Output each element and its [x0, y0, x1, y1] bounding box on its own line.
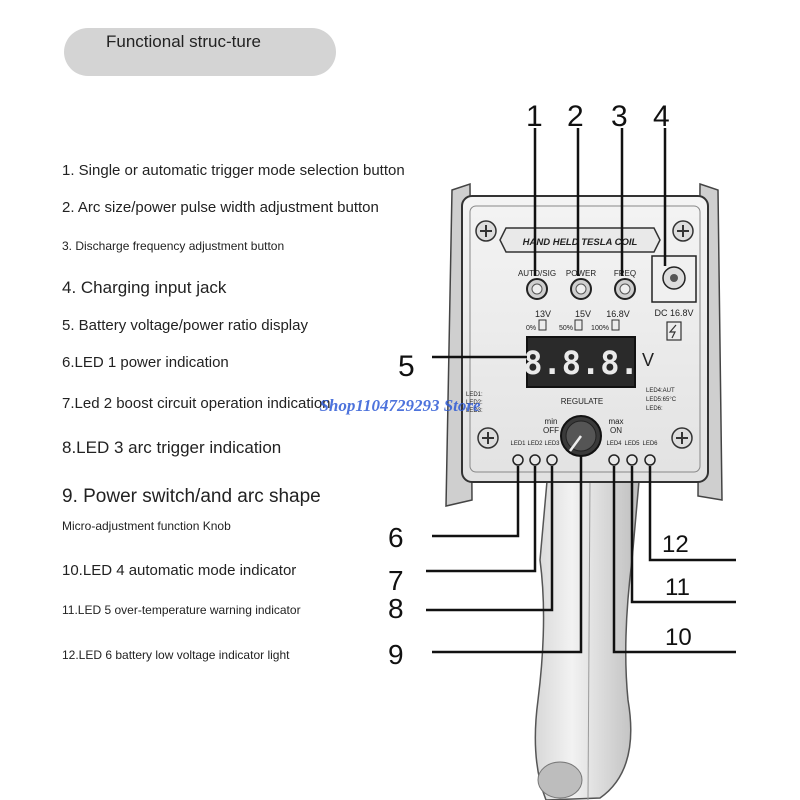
led-6 [644, 454, 656, 466]
right-legend-1: LED4:AUT [646, 388, 675, 394]
off-label: OFF [543, 426, 559, 435]
handle-seam [587, 479, 591, 800]
callout-12: 12 [662, 531, 689, 558]
voltage-13: 13V [535, 309, 551, 319]
feature-5: 5. Battery voltage/power ratio display [62, 317, 308, 334]
on-label: ON [610, 426, 622, 435]
charging-jack[interactable] [662, 266, 686, 290]
callout-line-12 [648, 466, 736, 562]
display-unit: V [642, 350, 654, 370]
callout-5: 5 [398, 350, 415, 383]
callout-line-9 [432, 456, 583, 654]
power-button[interactable] [570, 278, 592, 300]
jack-label: DC 16.8V [654, 308, 693, 318]
callout-line-6 [432, 466, 520, 538]
button-label-power: POWER [566, 269, 596, 278]
led-2 [529, 454, 541, 466]
callout-8: 8 [388, 593, 404, 624]
percent-50: 50% [559, 325, 573, 332]
callout-6: 6 [388, 522, 404, 553]
freq-button[interactable] [614, 278, 636, 300]
feature-6: 6.LED 1 power indication [62, 354, 229, 371]
left-legend-1: LED1: [466, 392, 483, 398]
store-watermark: Shop1104729293 Store [319, 396, 481, 415]
led-1 [512, 454, 524, 466]
screw-top-right [672, 220, 694, 242]
battery-icon-100 [611, 319, 620, 331]
feature-11: 11.LED 5 over-temperature warning indica… [62, 603, 301, 617]
percent-100: 100% [591, 325, 609, 332]
voltage-168: 16.8V [606, 309, 630, 319]
right-legend-2: LED5:65°C [646, 397, 677, 403]
led-3 [546, 454, 558, 466]
right-legend-3: LED6: [646, 406, 663, 412]
feature-1: 1. Single or automatic trigger mode sele… [62, 162, 405, 179]
battery-icon-0 [538, 319, 547, 331]
callout-10: 10 [665, 624, 692, 651]
display-digits: 8.8.8. [523, 344, 639, 382]
voltage-15: 15V [575, 309, 591, 319]
led-label-2: LED2 [527, 441, 543, 447]
callout-7: 7 [388, 565, 404, 596]
brand-label: HAND HELD TESLA COIL [523, 237, 638, 248]
page-title: Functional struc-ture [106, 32, 261, 51]
charge-icon [666, 321, 682, 341]
callout-3: 3 [611, 100, 628, 133]
screw-bottom-right [671, 427, 693, 449]
callout-2: 2 [567, 100, 584, 133]
left-legend-3: LED3: [466, 408, 483, 414]
feature-8: 8.LED 3 arc trigger indication [62, 438, 282, 457]
callout-line-8 [426, 466, 554, 612]
feature-9-sub: Micro-adjustment function Knob [62, 519, 231, 533]
auto-sig-button[interactable] [526, 278, 548, 300]
button-label-auto: AUTO/SIG [518, 269, 556, 278]
feature-10: 10.LED 4 automatic mode indicator [62, 562, 297, 579]
callout-1: 1 [526, 100, 543, 133]
callout-9: 9 [388, 639, 404, 670]
max-label: max [608, 417, 623, 426]
callout-line-11 [630, 466, 736, 604]
led-label-5: LED5 [624, 441, 640, 447]
min-label: min [545, 417, 558, 426]
screw-bottom-left [477, 427, 499, 449]
title-pill [64, 28, 336, 76]
callout-11: 11 [665, 574, 690, 601]
led-5 [626, 454, 638, 466]
feature-2: 2. Arc size/power pulse width adjustment… [62, 199, 379, 216]
battery-icon-50 [574, 319, 583, 331]
callout-line-10 [612, 466, 736, 654]
callout-4: 4 [653, 100, 670, 133]
led-label-1: LED1 [510, 441, 526, 447]
led-label-4: LED4 [606, 441, 622, 447]
voltage-display [526, 336, 636, 388]
brand-banner [499, 227, 661, 253]
button-label-freq: FREQ [614, 269, 636, 278]
screw-top-left [475, 220, 497, 242]
feature-4: 4. Charging input jack [62, 278, 227, 297]
feature-3: 3. Discharge frequency adjustment button [62, 239, 285, 253]
feature-7: 7.Led 2 boost circuit operation indicati… [62, 395, 331, 412]
handle-bulge [537, 761, 583, 799]
panel-inner [469, 205, 701, 473]
feature-9: 9. Power switch/and arc shape [62, 486, 321, 507]
led-label-6: LED6 [642, 441, 658, 447]
percent-0: 0% [526, 325, 536, 332]
led-label-3: LED3 [544, 441, 560, 447]
led-4 [608, 454, 620, 466]
feature-12: 12.LED 6 battery low voltage indicator l… [62, 648, 290, 662]
regulate-knob[interactable] [560, 415, 602, 457]
callout-line-7 [426, 466, 537, 573]
left-legend-2: LED2: [466, 400, 483, 406]
regulate-label: REGULATE [561, 397, 604, 406]
